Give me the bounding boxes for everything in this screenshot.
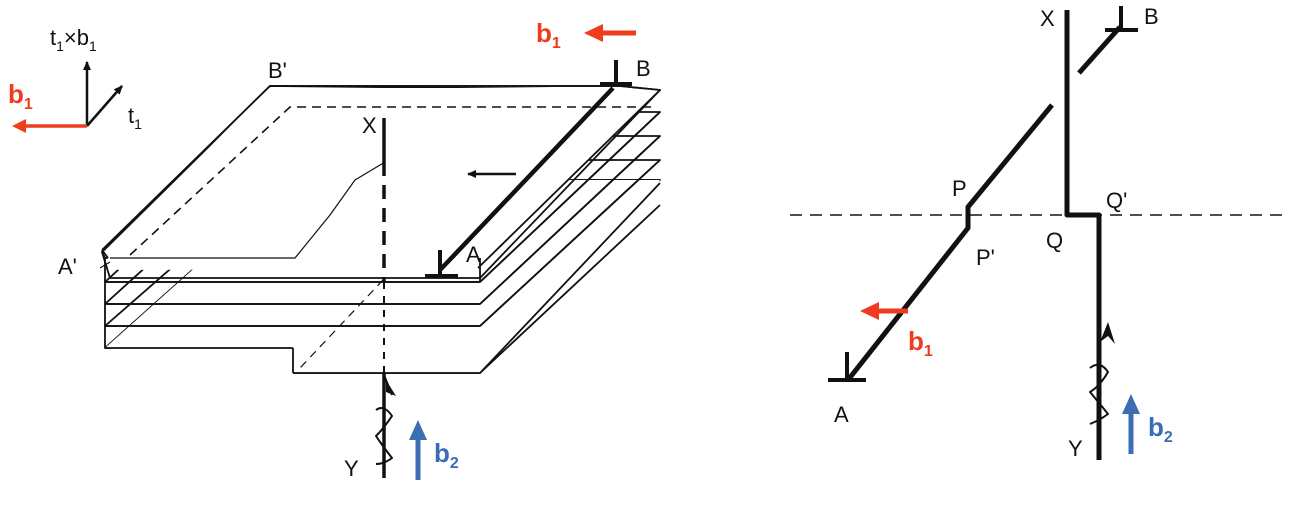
normal-axis-label: t1×b1 — [50, 25, 97, 54]
plane-bottom-front — [293, 182, 661, 374]
label-y-r: Y — [1068, 436, 1083, 461]
label-p: P — [952, 176, 967, 201]
plane-edge-right-2 — [479, 111, 661, 283]
label-x-r: X — [1040, 6, 1055, 31]
b2-arrowhead — [409, 420, 427, 440]
b2-vector: b2 — [409, 420, 459, 480]
label-a-r: A — [834, 402, 849, 427]
plane-top-corner — [101, 249, 109, 259]
label-a-prime: A' — [58, 254, 77, 279]
label-b-r: B — [1144, 4, 1159, 29]
b1-vector-right: b1 — [860, 302, 933, 360]
axes-triad: t1×b1 t1 b1 — [8, 25, 142, 133]
burgers-circuit — [375, 407, 393, 465]
b1-axis-arrowhead — [12, 119, 26, 133]
line-upper-b — [1077, 25, 1122, 75]
label-a: A — [466, 242, 481, 267]
line-a-p — [846, 103, 1054, 382]
dislocation-xy — [375, 118, 396, 478]
b1-axis-label: b1 — [8, 79, 33, 113]
dislocation-ab — [425, 60, 632, 278]
hidden-edge — [299, 279, 384, 369]
slip-boundary — [110, 161, 386, 259]
b1-top-arrowhead — [584, 24, 603, 42]
line-x-q-y — [1064, 10, 1102, 460]
label-x: X — [362, 113, 377, 138]
label-q-prime: Q' — [1106, 188, 1127, 213]
plane-edge-right-3 — [479, 135, 661, 305]
plane-stack — [99, 85, 661, 374]
slip-step-dashed — [129, 106, 655, 256]
label-p-prime: P' — [976, 245, 995, 270]
right-diagram: b1 b2 X B P P' Q Q' A Y — [790, 4, 1285, 461]
label-b-prime: B' — [268, 58, 287, 83]
b1-label-r: b1 — [908, 326, 933, 360]
xy-circuit-arrow-r — [1100, 322, 1115, 344]
dislocation-ab-right — [828, 6, 1138, 382]
tangent-axis-label: t1 — [128, 103, 142, 132]
b1-top-label: b1 — [536, 18, 561, 52]
burgers-circuit-r — [1089, 363, 1109, 425]
dislocation-line-ab — [438, 86, 615, 272]
b1-arrowhead-r — [860, 302, 879, 320]
label-y: Y — [344, 456, 359, 481]
b1-top-vector: b1 — [536, 18, 636, 52]
b2-label: b2 — [434, 438, 459, 472]
left-diagram: t1×b1 t1 b1 — [8, 18, 661, 481]
dislocation-xy-right — [1064, 10, 1115, 460]
tangent-axis-arrow — [86, 85, 123, 127]
label-q: Q — [1046, 228, 1063, 253]
plane-edge-right-4 — [479, 159, 661, 327]
b2-vector-right: b2 — [1122, 394, 1173, 454]
b2-arrowhead-r — [1122, 394, 1140, 414]
label-b: B — [636, 56, 651, 81]
b2-label-r: b2 — [1148, 412, 1173, 446]
